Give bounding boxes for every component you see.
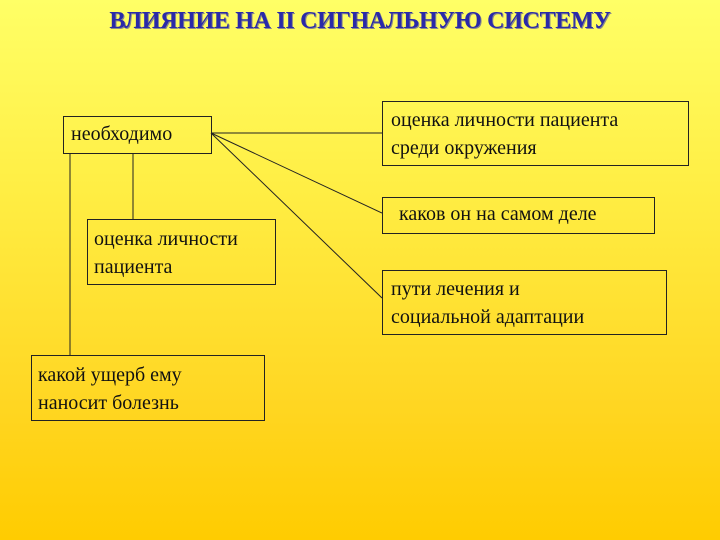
node-necessary-label: необходимо (71, 123, 173, 145)
node-treatment: пути лечения и социальной адаптации (382, 270, 667, 335)
node-env-assessment-line1: оценка личности пациента (391, 109, 619, 131)
node-necessary: необходимо (63, 116, 212, 154)
node-actual-label: каков он на самом деле (399, 203, 597, 225)
node-damage-line2: наносит болезнь (38, 392, 179, 414)
connector-to-actual (210, 132, 383, 214)
node-damage-line1: какой ущерб ему (38, 364, 182, 386)
node-actual: каков он на самом деле (382, 197, 655, 234)
node-env-assessment: оценка личности пациента среди окружения (382, 101, 689, 166)
connector-to-treatment (210, 132, 383, 299)
node-assessment-line2: пациента (94, 256, 173, 278)
page-title: ВЛИЯНИЕ НА II СИГНАЛЬНУЮ СИСТЕМУ (109, 8, 611, 34)
node-env-assessment-line2: среди окружения (391, 137, 537, 159)
node-treatment-line2: социальной адаптации (391, 306, 585, 328)
node-assessment: оценка личности пациента (87, 219, 276, 285)
node-treatment-line1: пути лечения и (391, 278, 520, 300)
node-damage: какой ущерб ему наносит болезнь (31, 355, 265, 421)
node-assessment-line1: оценка личности (94, 228, 238, 250)
